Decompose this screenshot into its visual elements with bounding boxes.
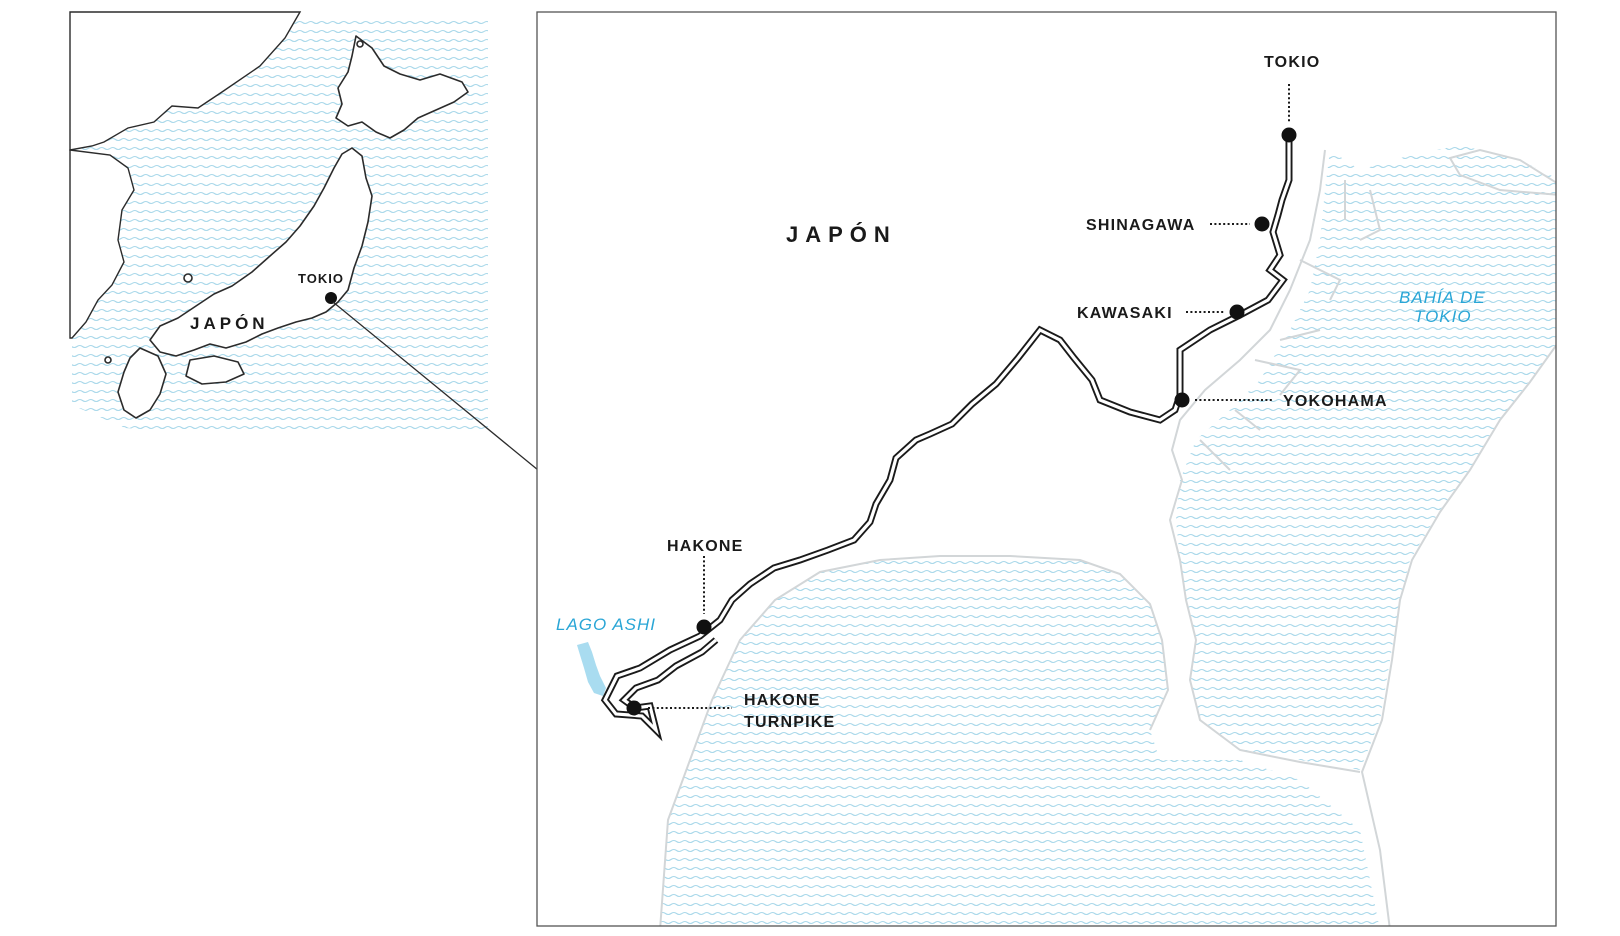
label-shinagawa: SHINAGAWA: [1086, 217, 1195, 234]
label-bay-2: TOKIO: [1414, 307, 1472, 326]
marker-tokio: [1281, 127, 1297, 143]
inset-kyushu: [117, 347, 167, 419]
inset-tokio-marker: [325, 292, 337, 304]
marker-kawasaki: [1229, 304, 1245, 320]
sagami-bay-coast: [659, 555, 1170, 926]
label-bay-1: BAHÍA DE: [1399, 288, 1486, 307]
label-country: JAPÓN: [786, 222, 897, 247]
inset-hokkaido: [335, 35, 469, 139]
lake-ashi: [577, 642, 606, 696]
label-hakone: HAKONE: [667, 538, 744, 555]
label-lake: LAGO ASHI: [556, 615, 656, 634]
tokyo-bay-west-coast: [1168, 149, 1361, 773]
inset-tokio-label: TOKIO: [298, 271, 344, 286]
boso-peninsula-coast: [1360, 148, 1556, 926]
label-kawasaki: KAWASAKI: [1077, 305, 1173, 322]
port-structures: [1199, 180, 1382, 471]
label-turnpike-1: HAKONE: [744, 692, 821, 709]
label-turnpike-2: TURNPIKE: [744, 714, 835, 731]
inset-shikoku: [185, 355, 245, 385]
marker-hakone: [696, 619, 712, 635]
inset-island: [104, 356, 112, 364]
main-map: TOKIO SHINAGAWA KAWASAKI YOKOHAMA HAKONE…: [536, 11, 1557, 927]
marker-yokohama: [1174, 392, 1190, 408]
inset-honshu: [149, 147, 373, 357]
inset-island: [356, 40, 364, 48]
inset-country-label: JAPÓN: [190, 314, 269, 333]
marker-shinagawa: [1254, 216, 1270, 232]
label-tokio: TOKIO: [1264, 54, 1320, 71]
inset-connector-line: [332, 301, 539, 471]
sagami-bay-water: [660, 556, 1380, 926]
tokyo-bay-water: [1176, 145, 1556, 770]
inset-korea: [69, 149, 135, 339]
marker-hakone-turnpike: [626, 700, 642, 716]
inset-map: TOKIO JAPÓN: [69, 11, 539, 471]
main-map-border: [536, 11, 1557, 927]
route-line: [600, 135, 1293, 742]
label-yokohama: YOKOHAMA: [1283, 393, 1388, 410]
inset-island: [183, 273, 193, 283]
